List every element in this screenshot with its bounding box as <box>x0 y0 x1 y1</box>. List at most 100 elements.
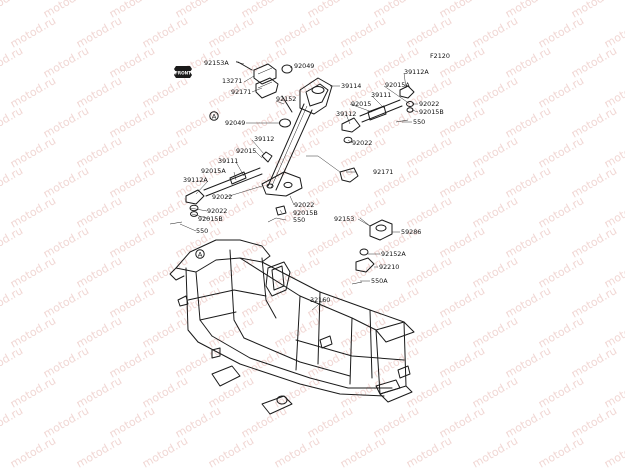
watermark-text: motod.ru <box>8 434 58 468</box>
label-92153-lower: 92153 <box>334 215 354 223</box>
label-92022-left-a: 92022 <box>212 193 232 201</box>
label-39111-left: 39111 <box>218 157 238 165</box>
label-92210: 92210 <box>379 263 399 271</box>
tie-rod-end-lower-left <box>185 189 205 205</box>
label-92015b-center: 92015B <box>293 209 318 217</box>
label-550-center: 550 <box>293 216 305 224</box>
tie-rod-left <box>169 151 273 225</box>
watermark-text: motod.ru <box>272 434 322 468</box>
label-550a: 550A <box>371 277 388 285</box>
cotter-pin <box>281 95 293 113</box>
tie-rod-right <box>341 85 415 144</box>
frame-lower-rail <box>197 341 385 397</box>
watermark-text: motod.ru <box>602 14 625 50</box>
bolt-92153a <box>237 61 253 71</box>
label-550-left: 550 <box>196 227 208 235</box>
label-92015-right: 92015 <box>351 100 371 108</box>
watermark-text: motod.ru <box>0 284 25 320</box>
tie-rod-end-upper-left <box>261 151 273 163</box>
label-59286: 59286 <box>401 228 421 236</box>
steering-shaft <box>267 103 313 191</box>
watermark-text: motod.ru <box>206 434 256 468</box>
label-92022-right-b: 92022 <box>352 139 372 147</box>
frame-front-down-tube <box>185 267 199 343</box>
frame-top-rail-left <box>239 257 377 331</box>
handlebar-holder <box>253 63 277 85</box>
label-92015-left: 92015 <box>236 147 256 155</box>
watermark-text: motod.ru <box>602 74 625 110</box>
label-39114: 39114 <box>341 82 361 90</box>
label-550-right: 550 <box>413 118 425 126</box>
front-marker-label: FRONT <box>175 71 191 76</box>
label-92049-mid: 92049 <box>225 119 245 127</box>
frame-front-loop <box>175 239 271 273</box>
tie-rod-end-upper-right <box>399 85 415 99</box>
figure-code: F2120 <box>430 52 450 60</box>
label-39112a-left: 39112A <box>183 176 208 184</box>
label-39111-right: 39111 <box>371 91 391 99</box>
leader-lines <box>179 61 419 311</box>
watermark-text: motod.ru <box>0 0 25 21</box>
label-92015b-left: 92015B <box>198 215 223 223</box>
part-labels: 92153A 13271 92171 92049 39114 92152 920… <box>183 59 444 304</box>
front-direction-marker: FRONT <box>174 66 192 78</box>
label-92015b-right: 92015B <box>419 108 444 116</box>
callout-a-lower: A <box>195 249 205 259</box>
o-ring-mid <box>279 118 291 128</box>
watermark-text: motod.ru <box>338 434 388 468</box>
nut-92210 <box>355 257 375 273</box>
label-92152a: 92152A <box>381 250 406 258</box>
steering-bearing-housing <box>351 217 393 285</box>
watermark-text: motod.ru <box>0 104 25 140</box>
watermark-text: motod.ru <box>602 374 625 410</box>
label-92152-top: 92152 <box>276 95 296 103</box>
watermark-text: motod.ru <box>602 194 625 230</box>
label-92171-right: 92171 <box>373 168 393 176</box>
watermark-text: motod.ru <box>0 164 25 200</box>
clip-92152a <box>359 248 369 256</box>
watermark-text: motod.ru <box>0 344 25 380</box>
label-32160: 32160 <box>310 296 330 304</box>
pitman-arm <box>261 171 303 197</box>
watermark-text: motod.ru <box>0 224 25 260</box>
callout-a-upper-letter: A <box>212 112 217 120</box>
tie-rod-left-shaft <box>203 167 263 197</box>
label-13271: 13271 <box>222 77 242 85</box>
watermark-text: motod.ru <box>0 44 25 80</box>
label-92022-center: 92022 <box>294 201 314 209</box>
label-92015a-left: 92015A <box>201 167 226 175</box>
label-39112-right: 39112 <box>336 110 356 118</box>
watermark-text: motod.ru <box>140 434 190 468</box>
watermark-text: motod.ru <box>536 434 586 468</box>
watermark-text: motod.ru <box>602 254 625 290</box>
shaft-bracket <box>339 167 359 183</box>
tie-rod-end-lower-right <box>341 117 361 133</box>
label-92015a-right: 92015A <box>385 81 410 89</box>
label-92153a: 92153A <box>204 59 229 67</box>
callout-a-upper: A <box>209 111 219 121</box>
atv-frame <box>169 239 415 415</box>
label-39112-left: 39112 <box>254 135 274 143</box>
label-92022-right-a: 92022 <box>419 100 439 108</box>
frame-skid-plate <box>211 365 241 387</box>
label-92022-left-b: 92022 <box>207 207 227 215</box>
label-92171-top: 92171 <box>231 88 251 96</box>
watermark-text: motod.ru <box>404 434 454 468</box>
bearing-housing-59286 <box>369 219 393 241</box>
watermark-text: motod.ru <box>470 434 520 468</box>
label-92049-top: 92049 <box>294 62 314 70</box>
watermark-text: motod.ru <box>602 134 625 170</box>
watermark-text: motod.ru <box>74 434 124 468</box>
steering-shaft-assembly <box>235 60 359 223</box>
watermark-text: motod.ru <box>0 404 25 440</box>
label-39112a-right: 39112A <box>404 68 429 76</box>
frame-engine-mount <box>265 261 291 297</box>
watermark-text: motod.ru <box>602 434 625 468</box>
callout-a-lower-letter: A <box>198 250 203 258</box>
watermark-text: motod.ru <box>602 314 625 350</box>
o-ring-top <box>281 64 293 74</box>
steering-shaft-head <box>299 77 333 115</box>
